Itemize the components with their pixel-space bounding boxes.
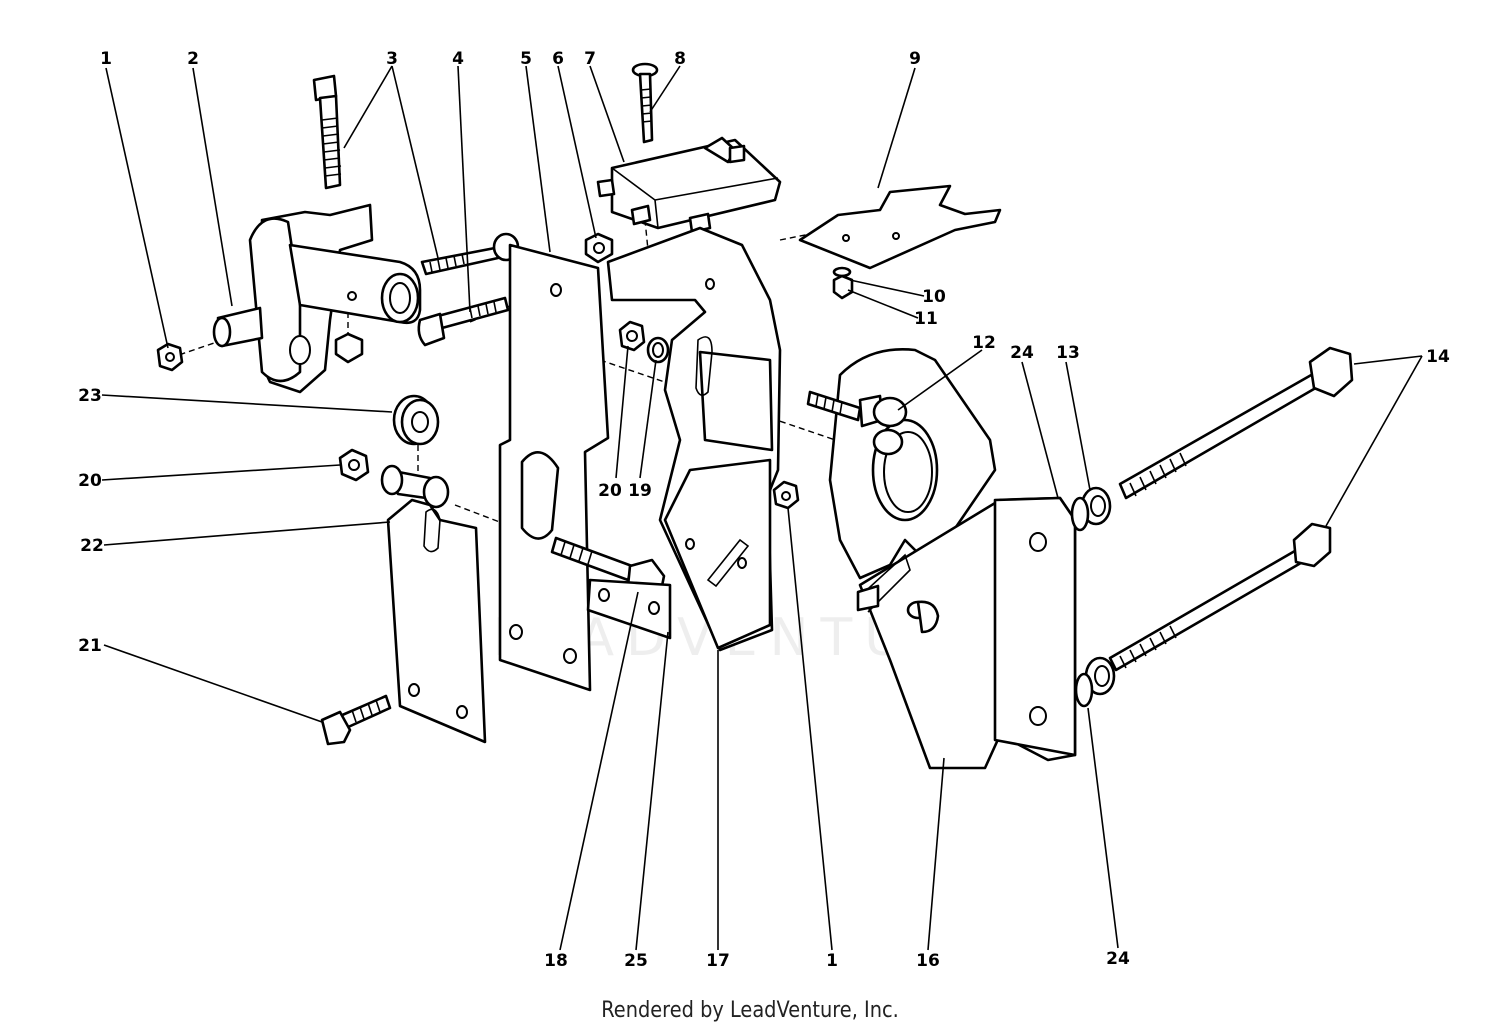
callout-18: 18 bbox=[544, 951, 568, 971]
part-20-nut-left bbox=[338, 448, 370, 482]
part-3-bolts bbox=[312, 74, 520, 276]
callout-19: 19 bbox=[628, 481, 652, 501]
leader-lines bbox=[101, 65, 1423, 951]
callout-20-left: 20 bbox=[78, 471, 102, 491]
callout-7: 7 bbox=[584, 49, 596, 69]
callout-1: 1 bbox=[100, 49, 112, 69]
part-21-bolt bbox=[320, 694, 392, 746]
callout-16: 16 bbox=[916, 951, 940, 971]
callout-6: 6 bbox=[552, 49, 564, 69]
part-22-spacer bbox=[380, 464, 450, 509]
callout-9: 9 bbox=[909, 49, 921, 69]
callout-25: 25 bbox=[624, 951, 648, 971]
callout-8: 8 bbox=[674, 49, 686, 69]
part-10-11-washer-nut bbox=[832, 266, 854, 300]
callout-17: 17 bbox=[706, 951, 730, 971]
part-1-nut-right bbox=[772, 480, 800, 510]
part-14-long-bolts bbox=[1108, 346, 1354, 672]
callout-23: 23 bbox=[78, 386, 102, 406]
callout-24-top: 24 bbox=[1010, 343, 1034, 363]
callout-14: 14 bbox=[1426, 347, 1450, 367]
part-23-bearing bbox=[392, 394, 440, 446]
footer-credit: Rendered by LeadVenture, Inc. bbox=[601, 998, 899, 1023]
callout-12: 12 bbox=[972, 333, 996, 353]
part-20-19-washers bbox=[618, 320, 670, 364]
part-13-24-washers bbox=[1070, 486, 1116, 708]
callout-13: 13 bbox=[1056, 343, 1080, 363]
part-8-screw bbox=[631, 62, 659, 144]
part-16-bracket-assembly bbox=[828, 348, 1077, 770]
callout-numbers: 1 2 3 4 5 6 7 8 9 10 11 12 24 13 14 23 2… bbox=[78, 49, 1450, 971]
part-4-bolt bbox=[417, 296, 510, 347]
part-1-nut-left bbox=[156, 342, 184, 372]
part-9-switch-plate bbox=[798, 184, 1002, 270]
callout-24-bottom: 24 bbox=[1106, 949, 1130, 969]
part-17-bracket bbox=[606, 226, 782, 652]
part-2-clevis-bracket bbox=[212, 203, 422, 394]
part-12-carriage-bolt bbox=[806, 390, 908, 456]
locknut-under-clevis bbox=[334, 332, 364, 364]
callout-21: 21 bbox=[78, 636, 102, 656]
callout-4: 4 bbox=[452, 49, 464, 69]
callout-1-bottom: 1 bbox=[826, 951, 838, 971]
part-7-switch bbox=[596, 136, 782, 234]
part-6-nut bbox=[584, 232, 614, 264]
callout-22: 22 bbox=[80, 536, 104, 556]
callout-5: 5 bbox=[520, 49, 532, 69]
part-22-plate bbox=[386, 498, 487, 744]
callout-3: 3 bbox=[386, 49, 398, 69]
callout-20-mid: 20 bbox=[598, 481, 622, 501]
callout-2: 2 bbox=[187, 49, 199, 69]
callout-11: 11 bbox=[914, 309, 938, 329]
part-25-small-plate bbox=[586, 578, 672, 640]
callout-10: 10 bbox=[922, 287, 946, 307]
part-5-plate bbox=[498, 243, 610, 692]
